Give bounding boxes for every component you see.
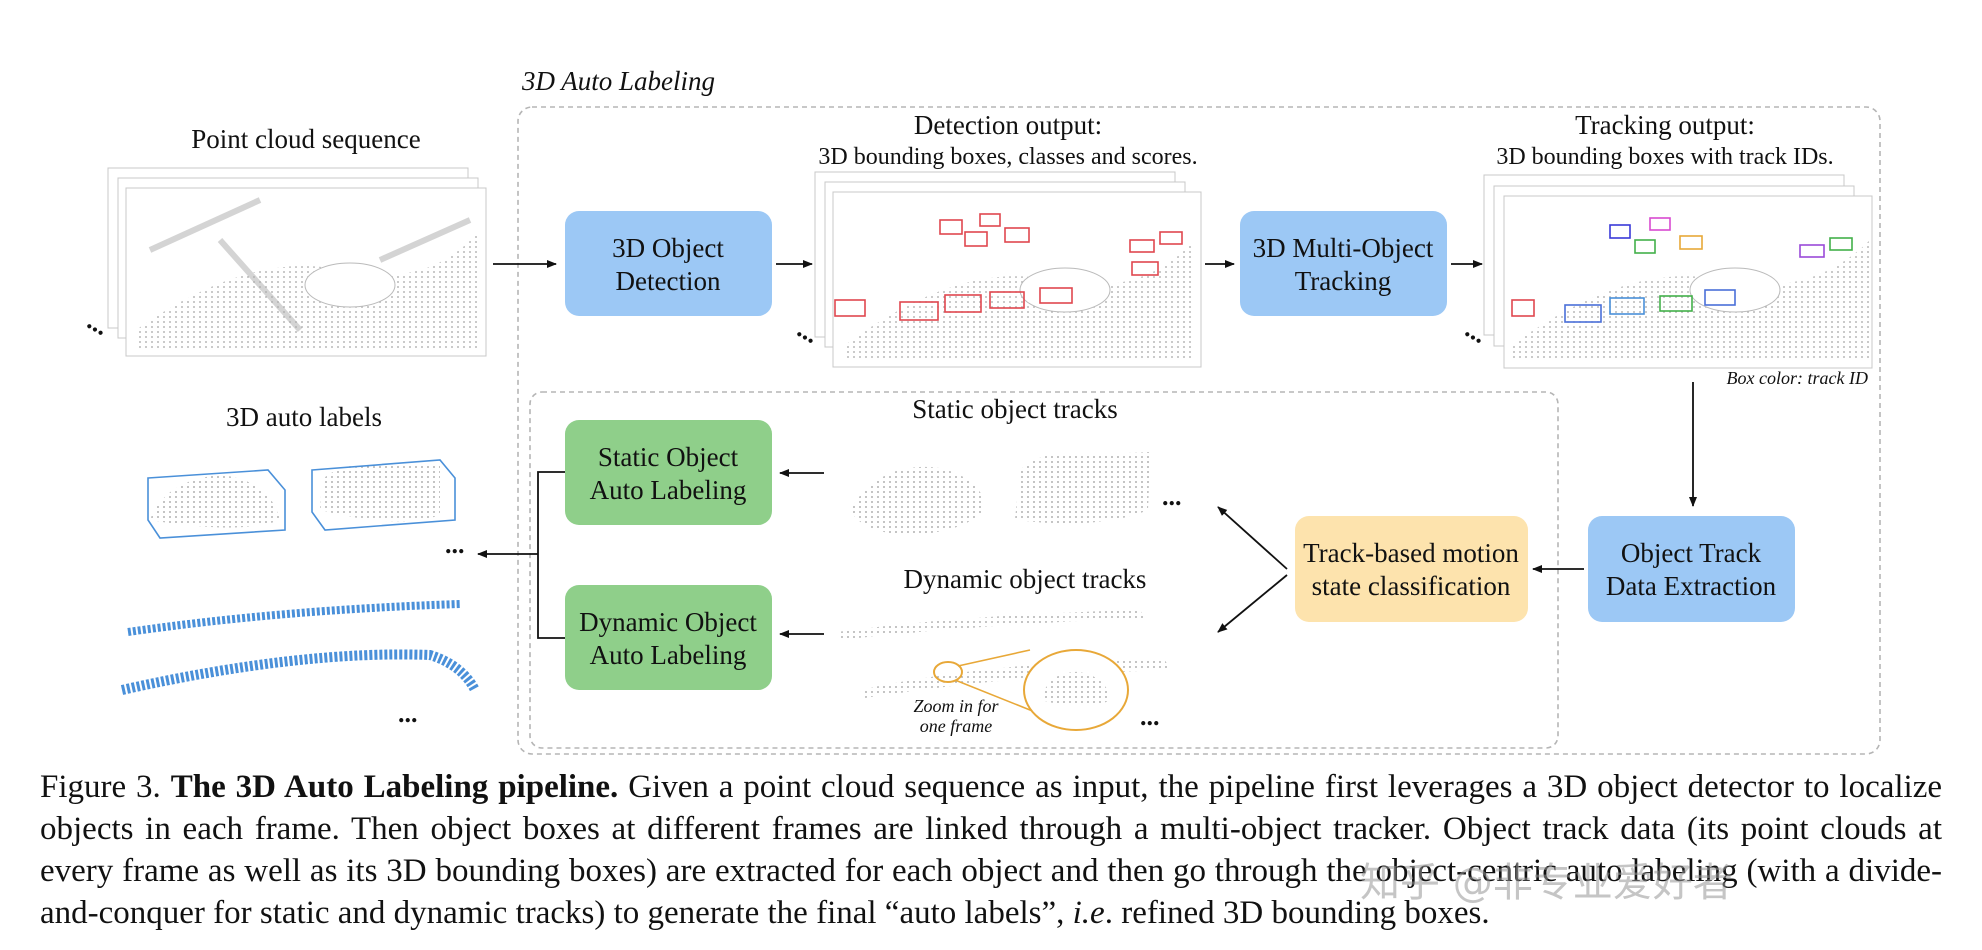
static-tracks-image bbox=[850, 452, 1150, 535]
tracking-box: 3D Multi-Object Tracking bbox=[1240, 211, 1447, 316]
caption-text-2: . refined 3D bounding boxes. bbox=[1104, 895, 1490, 931]
static-labeling-line1: Static Object bbox=[598, 442, 739, 472]
tracking-box-line1: 3D Multi-Object bbox=[1253, 233, 1434, 263]
tracking-output-title: Tracking output: bbox=[1575, 110, 1755, 140]
extraction-box-line2: Data Extraction bbox=[1606, 571, 1777, 601]
caption-text-1: Given a point cloud sequence as input, t… bbox=[40, 769, 1943, 931]
detection-output-title: Detection output: bbox=[914, 110, 1102, 140]
caption-title: The 3D Auto Labeling pipeline. bbox=[170, 769, 619, 805]
box-color-note: Box color: track ID bbox=[1727, 368, 1868, 388]
zoom-note-line1: Zoom in for bbox=[913, 696, 999, 716]
static-labeling-box: Static Object Auto Labeling bbox=[565, 420, 772, 525]
detection-box-line2: Detection bbox=[616, 266, 721, 296]
detection-output-stack bbox=[814, 171, 1202, 368]
caption-ie: i.e bbox=[1072, 895, 1105, 931]
dynamic-tracks-image bbox=[838, 610, 1170, 731]
detection-output-sub: 3D bounding boxes, classes and scores. bbox=[818, 144, 1197, 170]
pipeline-diagram: 3D Auto Labeling Point cloud sequence ..… bbox=[83, 66, 1881, 755]
figure-label: Figure 3. bbox=[40, 769, 161, 805]
motion-box-line2: state classification bbox=[1312, 571, 1511, 601]
watermark: 知乎 @非专业爱好者 bbox=[1360, 860, 1733, 906]
tracking-output-stack bbox=[1483, 174, 1873, 369]
auto-labeling-region bbox=[517, 106, 1881, 755]
detection-box: 3D Object Detection bbox=[565, 211, 772, 316]
dynamic-labeling-box: Dynamic Object Auto Labeling bbox=[565, 585, 772, 690]
object-centric-region bbox=[529, 391, 1559, 749]
detection-box-line1: 3D Object bbox=[612, 233, 724, 263]
auto-labels-ellipsis-2: ... bbox=[398, 699, 418, 728]
point-cloud-stack bbox=[107, 167, 487, 357]
zoom-note-line2: one frame bbox=[920, 716, 992, 736]
tracking-box-line2: Tracking bbox=[1295, 266, 1392, 296]
static-tracks-label: Static object tracks bbox=[912, 394, 1117, 424]
zoom-small-circle bbox=[933, 661, 963, 683]
point-cloud-label: Point cloud sequence bbox=[191, 124, 420, 154]
extraction-box-line1: Object Track bbox=[1621, 538, 1762, 568]
auto-labels-image bbox=[120, 459, 480, 695]
motion-box-line1: Track-based motion bbox=[1303, 538, 1519, 568]
extraction-box: Object Track Data Extraction bbox=[1588, 516, 1795, 622]
static-labeling-line2: Auto Labeling bbox=[590, 475, 747, 505]
figure-caption: Figure 3. The 3D Auto Labeling pipeline.… bbox=[40, 766, 1942, 934]
dynamic-tracks-label: Dynamic object tracks bbox=[904, 564, 1147, 594]
dynamic-labeling-line1: Dynamic Object bbox=[579, 607, 757, 637]
auto-labels-ellipsis-1: ... bbox=[445, 530, 465, 559]
dynamic-tracks-ellipsis: ... bbox=[1140, 702, 1160, 731]
auto-labels-label: 3D auto labels bbox=[226, 402, 382, 432]
tracking-output-sub: 3D bounding boxes with track IDs. bbox=[1496, 144, 1833, 170]
dynamic-labeling-line2: Auto Labeling bbox=[590, 640, 747, 670]
section-title: 3D Auto Labeling bbox=[521, 66, 715, 96]
static-tracks-ellipsis: ... bbox=[1162, 482, 1182, 511]
motion-box: Track-based motion state classification bbox=[1295, 516, 1528, 622]
